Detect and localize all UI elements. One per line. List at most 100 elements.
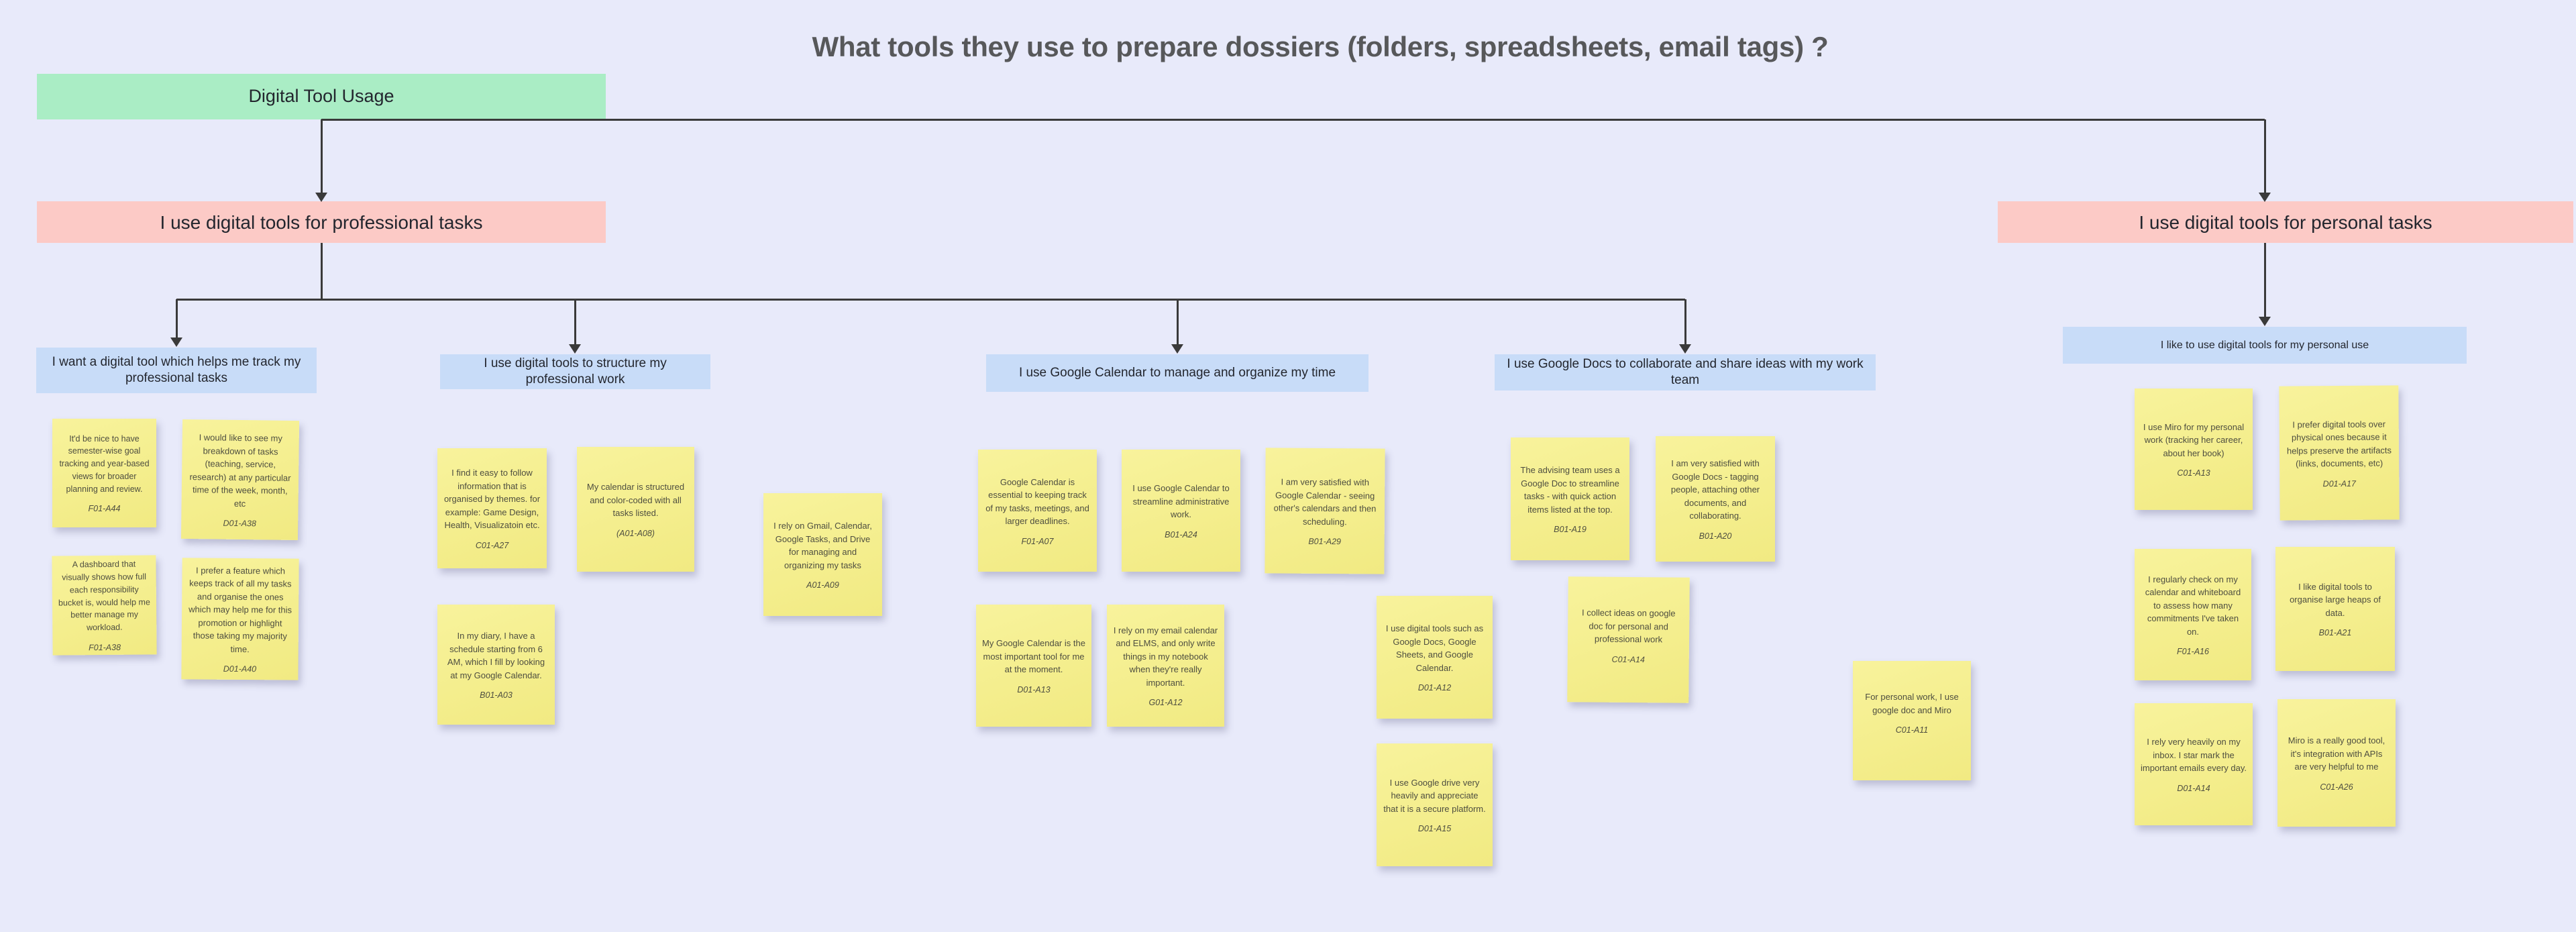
sticky-note[interactable]: The advising team uses a Google Doc to s…: [1511, 437, 1629, 560]
sticky-note-text: I use Google Calendar to streamline admi…: [1132, 483, 1230, 520]
connector-arrowhead-icon: [315, 193, 327, 202]
sticky-note[interactable]: I use digital tools such as Google Docs,…: [1377, 596, 1493, 719]
sticky-note[interactable]: I use Miro for my personal work (trackin…: [2135, 389, 2253, 510]
sticky-note[interactable]: I am very satisfied with Google Docs - t…: [1656, 436, 1775, 562]
connector-line: [320, 119, 323, 193]
sticky-note-id: B01-A03: [480, 690, 513, 700]
sticky-note-text: A dashboard that visually shows how full…: [58, 559, 150, 633]
sticky-note[interactable]: I prefer digital tools over physical one…: [2279, 385, 2400, 521]
root-category-box[interactable]: Digital Tool Usage: [37, 74, 606, 119]
sticky-note[interactable]: I rely on my email calendar and ELMS, an…: [1107, 605, 1224, 727]
connector-line: [320, 243, 323, 299]
sticky-note-id: C01-A14: [1611, 654, 1645, 664]
sticky-note-id: F01-A38: [89, 642, 121, 652]
sticky-note-id: B01-A21: [2318, 628, 2352, 638]
sticky-note-id: C01-A13: [2177, 468, 2210, 478]
sticky-note-id: F01-A44: [88, 504, 121, 514]
sticky-note[interactable]: Google Calendar is essential to keeping …: [978, 450, 1097, 572]
connector-arrowhead-icon: [2259, 193, 2271, 202]
connector-line: [2263, 119, 2266, 193]
sticky-note[interactable]: In my diary, I have a schedule starting …: [437, 605, 555, 725]
connector-line: [2263, 243, 2266, 317]
sticky-note-text: I am very satisfied with Google Calendar…: [1273, 476, 1377, 527]
connector-line: [1684, 299, 1686, 345]
sticky-note-text: I use Google drive very heavily and appr…: [1383, 777, 1486, 814]
sticky-note-id: D01-A13: [1017, 684, 1051, 694]
sticky-note-text: Miro is a really good tool, it's integra…: [2288, 735, 2385, 772]
branch-personal-tasks-box[interactable]: I use digital tools for personal tasks: [1998, 201, 2573, 243]
sticky-note-text: I prefer digital tools over physical one…: [2286, 419, 2392, 469]
sticky-note-text: I regularly check on my calendar and whi…: [2145, 574, 2241, 637]
sticky-note-id: B01-A29: [1308, 536, 1342, 547]
sticky-note-text: I prefer a feature which keeps track of …: [189, 565, 292, 654]
connector-arrowhead-icon: [1171, 344, 1183, 354]
connector-line: [321, 118, 2265, 121]
sticky-note[interactable]: I regularly check on my calendar and whi…: [2135, 549, 2251, 680]
connector-arrowhead-icon: [2259, 317, 2271, 326]
sticky-note-text: In my diary, I have a schedule starting …: [447, 631, 545, 680]
sticky-note-id: B01-A19: [1554, 525, 1587, 534]
connector-line: [176, 298, 1685, 301]
sticky-note-id: F01-A07: [1021, 536, 1054, 546]
sticky-note-id: D01-A38: [223, 518, 256, 529]
sticky-note[interactable]: I use Google drive very heavily and appr…: [1377, 743, 1493, 866]
sticky-note-id: C01-A26: [2320, 782, 2353, 792]
sticky-note-text: I use Miro for my personal work (trackin…: [2143, 421, 2245, 458]
sticky-note[interactable]: For personal work, I use google doc and …: [1853, 661, 1971, 780]
sticky-note-id: (A01-A08): [616, 528, 655, 538]
sticky-note[interactable]: I find it easy to follow information tha…: [437, 448, 547, 568]
sticky-note-text: The advising team uses a Google Doc to s…: [1520, 465, 1620, 515]
sticky-note-text: I am very satisfied with Google Docs - t…: [1670, 458, 1760, 521]
group-box-google-docs[interactable]: I use Google Docs to collaborate and sha…: [1495, 354, 1876, 391]
board-question-title: What tools they use to prepare dossiers …: [812, 31, 1829, 62]
sticky-note-id: D01-A15: [1417, 824, 1452, 834]
sticky-note-text: I use digital tools such as Google Docs,…: [1385, 623, 1484, 673]
sticky-note[interactable]: I rely on Gmail, Calendar, Google Tasks,…: [763, 493, 882, 616]
sticky-note-text: I rely on Gmail, Calendar, Google Tasks,…: [773, 521, 872, 570]
sticky-note[interactable]: I collect ideas on google doc for person…: [1567, 576, 1690, 703]
sticky-note-id: F01-A16: [2177, 647, 2209, 657]
sticky-note[interactable]: My Google Calendar is the most important…: [976, 605, 1091, 727]
sticky-note[interactable]: Miro is a really good tool, it's integra…: [2277, 699, 2396, 827]
sticky-note-text: I collect ideas on google doc for person…: [1582, 607, 1676, 645]
sticky-note-text: My calendar is structured and color-code…: [586, 482, 685, 519]
sticky-note-id: D01-A14: [2177, 783, 2210, 793]
sticky-note[interactable]: I use Google Calendar to streamline admi…: [1122, 450, 1240, 572]
sticky-note-text: I rely very heavily on my inbox. I star …: [2141, 737, 2247, 774]
group-box-google-calendar[interactable]: I use Google Calendar to manage and orga…: [986, 354, 1368, 392]
sticky-note-id: B01-A20: [1699, 531, 1732, 541]
branch-professional-tasks-box[interactable]: I use digital tools for professional tas…: [37, 201, 606, 243]
sticky-note-id: A01-A09: [806, 580, 839, 590]
sticky-note-id: G01-A12: [1148, 698, 1183, 708]
connector-line: [175, 299, 178, 338]
group-box-personal-use[interactable]: I like to use digital tools for my perso…: [2063, 327, 2467, 364]
sticky-note-text: I find it easy to follow information tha…: [443, 468, 541, 531]
sticky-note-id: D01-A12: [1417, 683, 1452, 692]
sticky-note[interactable]: I am very satisfied with Google Calendar…: [1265, 448, 1385, 574]
sticky-note[interactable]: I would like to see my breakdown of task…: [180, 419, 300, 541]
sticky-note-text: I rely on my email calendar and ELMS, an…: [1113, 625, 1218, 688]
sticky-note-id: D01-A17: [2322, 478, 2357, 488]
sticky-note-id: B01-A24: [1165, 529, 1197, 539]
sticky-note-text: For personal work, I use google doc and …: [1865, 692, 1959, 715]
sticky-note[interactable]: I like digital tools to organise large h…: [2275, 547, 2395, 671]
connector-arrowhead-icon: [569, 344, 581, 354]
sticky-note[interactable]: I prefer a feature which keeps track of …: [181, 558, 299, 680]
sticky-note-text: I like digital tools to organise large h…: [2290, 581, 2381, 618]
group-box-track-professional-tasks[interactable]: I want a digital tool which helps me tra…: [36, 348, 317, 393]
sticky-note-id: C01-A27: [475, 540, 509, 550]
sticky-note-text: It'd be nice to have semester-wise goal …: [59, 433, 150, 494]
group-box-structure-professional-work[interactable]: I use digital tools to structure my prof…: [440, 354, 710, 389]
sticky-note[interactable]: I rely very heavily on my inbox. I star …: [2135, 703, 2253, 825]
sticky-note-text: My Google Calendar is the most important…: [982, 638, 1085, 675]
sticky-note-id: C01-A11: [1895, 725, 1929, 735]
connector-arrowhead-icon: [1679, 344, 1691, 354]
connector-arrowhead-icon: [170, 338, 182, 347]
sticky-note-text: Google Calendar is essential to keeping …: [985, 476, 1089, 527]
sticky-note[interactable]: It'd be nice to have semester-wise goal …: [52, 419, 156, 527]
connector-line: [574, 299, 576, 345]
sticky-note[interactable]: My calendar is structured and color-code…: [577, 447, 694, 572]
sticky-note[interactable]: A dashboard that visually shows how full…: [52, 555, 157, 656]
sticky-note-text: I would like to see my breakdown of task…: [189, 432, 291, 509]
